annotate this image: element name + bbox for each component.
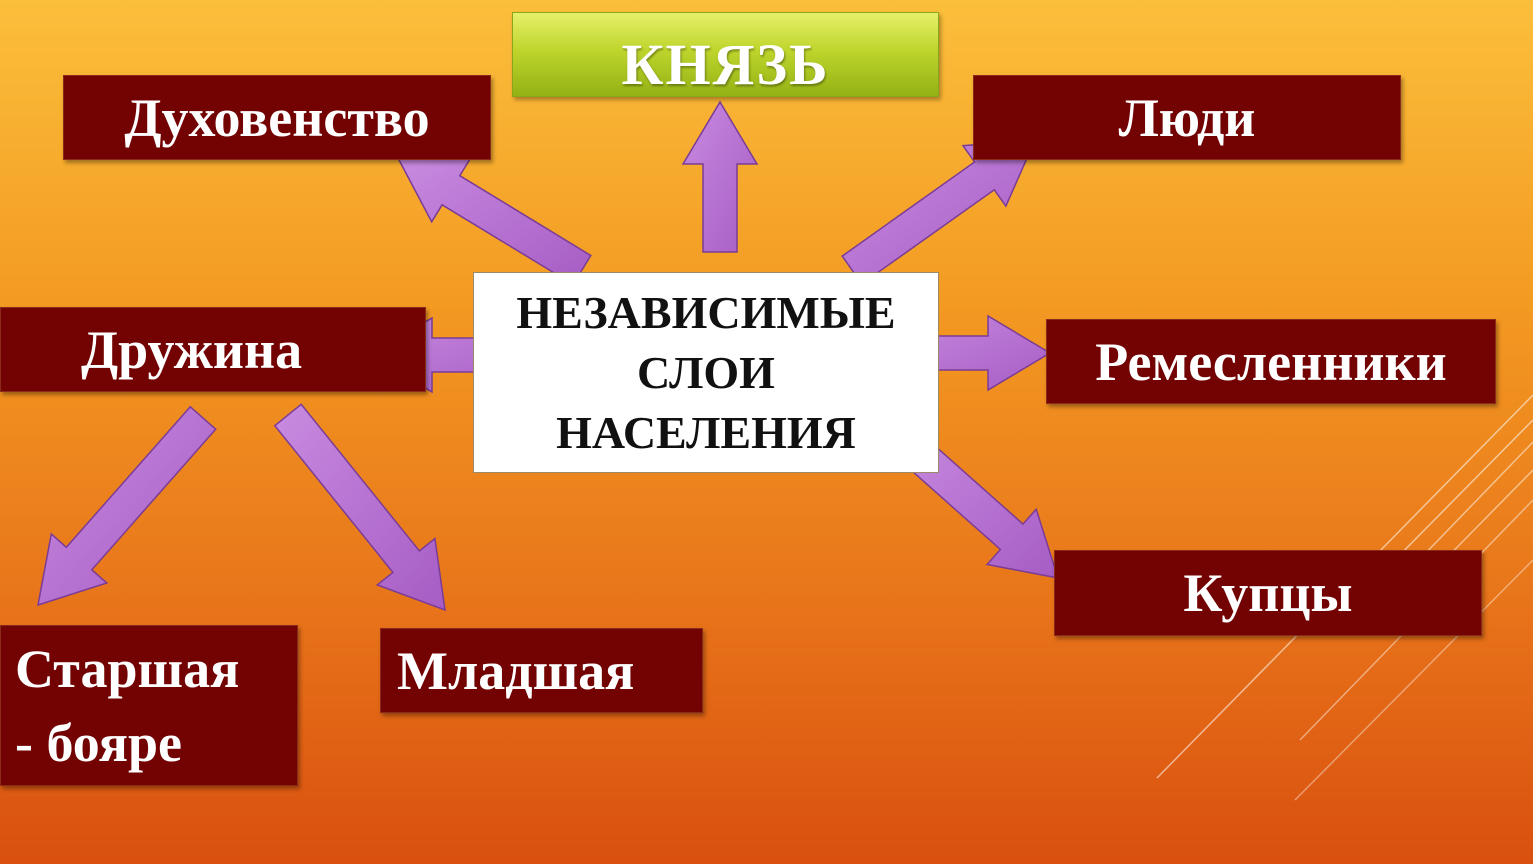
senior-line-2: - бояре <box>15 712 182 773</box>
clergy-box: Духовенство <box>63 75 491 160</box>
arrow-to-senior <box>37 405 217 607</box>
druzhina-box: Дружина <box>0 307 426 392</box>
prince-label: КНЯЗЬ <box>621 32 830 97</box>
people-box: Люди <box>973 75 1401 160</box>
arrow-to-clergy <box>396 157 592 286</box>
druzhina-label: Дружина <box>81 319 303 380</box>
clergy-label: Духовенство <box>124 87 430 148</box>
junior-label: Младшая <box>397 640 635 701</box>
arrow-to-junior <box>273 403 446 612</box>
center-line-3: НАСЕЛЕНИЯ <box>556 406 856 458</box>
merchants-label: Купцы <box>1183 563 1353 623</box>
people-label: Люди <box>1118 87 1256 148</box>
center-box: НЕЗАВИСИМЫЕ СЛОИ НАСЕЛЕНИЯ <box>473 272 939 473</box>
artisans-label: Ремесленники <box>1095 331 1447 392</box>
senior-box: Старшая - бояре <box>0 625 298 786</box>
arrow-to-people <box>841 139 1037 285</box>
center-line-1: НЕЗАВИСИМЫЕ <box>516 286 896 338</box>
prince-box: КНЯЗЬ <box>512 12 939 97</box>
center-line-2: СЛОИ <box>637 346 775 398</box>
senior-line-1: Старшая <box>15 638 240 699</box>
arrow-to-prince <box>681 100 759 253</box>
junior-box: Младшая <box>380 628 703 713</box>
merchants-box: Купцы <box>1054 550 1482 636</box>
artisans-box: Ремесленники <box>1046 319 1496 404</box>
